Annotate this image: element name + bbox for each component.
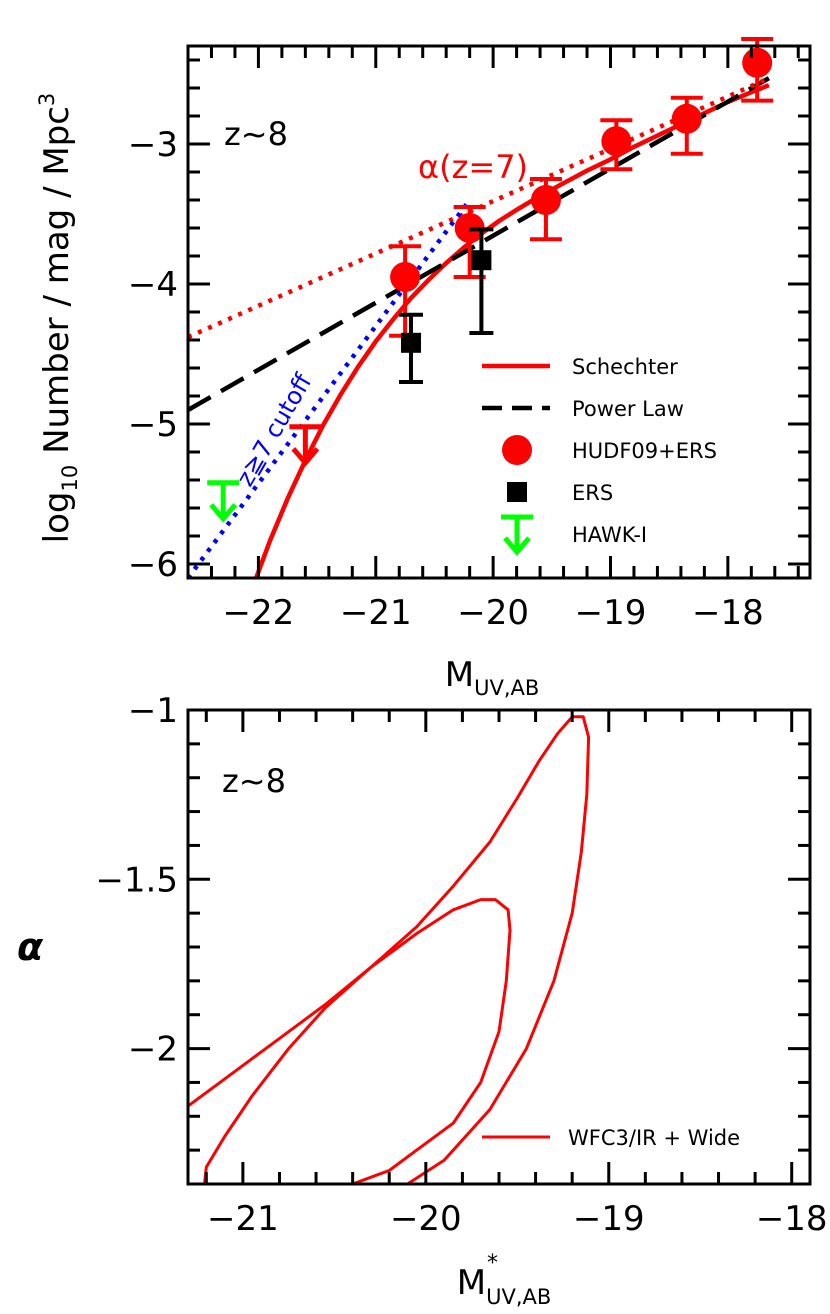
legend-item-4: HAWK-I	[501, 514, 647, 556]
alpha-z7-label: α(z=7)	[418, 148, 528, 186]
top-plot-frame	[186, 44, 812, 580]
top-y-axis-title: log10 Number / mag / Mpc3	[35, 93, 82, 544]
top-points-layer	[207, 37, 774, 523]
hudf-point-0	[390, 262, 421, 292]
bottom-legend: WFC3/IR + Wide	[482, 1126, 740, 1150]
top-ytick-label: −6	[128, 545, 178, 585]
top-ytick-label: −3	[128, 125, 178, 165]
bottom-ticks-layer: −21 −20 −19 −18 −2 −1.5 −1	[95, 691, 827, 1239]
ers-point-1-errorbar	[469, 227, 494, 335]
top-xtick-label: −19	[575, 593, 647, 633]
top-xtick-label: −18	[692, 593, 764, 633]
bottom-panel: −21−20−19−18−2−1.5−1 z~8 WFC3/IR + Wide …	[17, 691, 828, 1309]
top-panel: −22−21−20−19−18−6−5−4−3 z~8 α(z=7) z≧7 c…	[35, 37, 812, 700]
top-xtick-label: −22	[223, 593, 295, 633]
bottom-xtick-label: −20	[390, 1199, 462, 1239]
hudf-point-2	[530, 185, 561, 215]
upper-limit-6-0	[207, 480, 240, 523]
hudf-point-4	[671, 103, 702, 134]
legend-item-2: HUDF09+ERS	[502, 435, 717, 465]
top-redshift-annotation: z~8	[224, 115, 288, 153]
series-line-3	[188, 198, 472, 578]
bottom-redshift-annotation: z~8	[222, 762, 286, 800]
legend-swatch-square	[507, 482, 527, 502]
upper-limit-6-0-head	[209, 503, 238, 523]
legend-label: HUDF09+ERS	[572, 439, 717, 463]
legend-item-3: ERS	[507, 481, 613, 505]
contour-inner	[203, 898, 512, 1184]
top-xtick-label: −21	[340, 593, 412, 633]
top-xtick-label: −20	[457, 593, 529, 633]
legend-item-0: Schechter	[482, 355, 678, 379]
top-x-axis-title: MUV,AB	[445, 655, 540, 700]
series-line-1	[188, 76, 771, 412]
bottom-legend-item-0: WFC3/IR + Wide	[482, 1126, 740, 1150]
bottom-x-axis-title-star: *	[487, 1251, 498, 1276]
bottom-contours-layer	[188, 715, 591, 1184]
legend-arrow-head	[503, 536, 531, 556]
upper-limit-7-0	[289, 424, 322, 467]
bottom-ytick-label: −1.5	[95, 860, 178, 900]
legend-item-1: Power Law	[482, 397, 684, 421]
ers-point-0	[400, 332, 421, 353]
bottom-xtick-label: −19	[573, 1199, 645, 1239]
bottom-x-axis-title: MUV,AB	[457, 1263, 552, 1309]
bottom-ytick-label: −1	[128, 691, 178, 731]
upper-limit-7-0-head	[291, 447, 320, 467]
bottom-legend-label: WFC3/IR + Wide	[568, 1126, 740, 1150]
top-ticks-layer: −22 −21 −20 −19 −18 −6 −5 −4 −3	[128, 46, 810, 633]
bottom-ytick-label: −2	[128, 1030, 178, 1070]
legend-swatch-circle	[502, 435, 532, 465]
legend-label: ERS	[572, 481, 613, 505]
top-ytick-label: −4	[128, 265, 178, 305]
hudf-point-3	[601, 126, 632, 157]
ers-point-1	[471, 250, 492, 271]
bottom-xtick-label: −18	[756, 1199, 828, 1239]
hudf-point-5	[742, 47, 773, 78]
bottom-y-axis-title: α	[17, 925, 44, 969]
legend-label: Power Law	[572, 397, 684, 421]
bottom-xtick-label: −21	[207, 1199, 279, 1239]
bottom-plot-frame	[186, 708, 812, 1186]
legend-label: HAWK-I	[572, 523, 647, 547]
top-ytick-label: −5	[128, 405, 178, 445]
legend-label: Schechter	[572, 355, 678, 379]
